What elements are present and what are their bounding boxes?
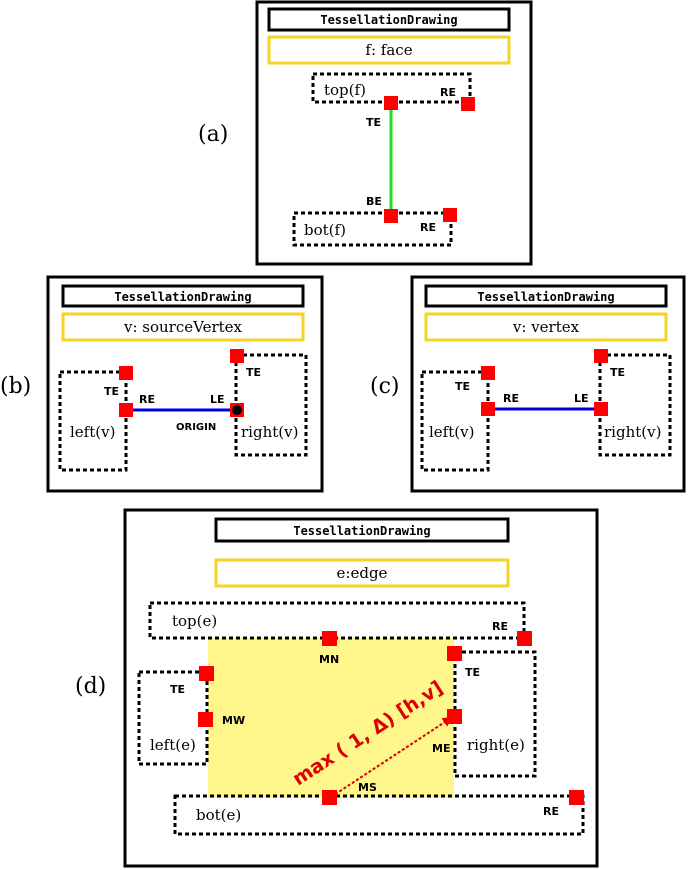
panel-d-mw: MW <box>222 714 245 727</box>
panel-d-bot-label: bot(e) <box>196 806 241 824</box>
panel-c-right-label: right(v) <box>604 423 661 441</box>
panel-d: TessellationDrawing e:edge top(e) RE MN … <box>123 508 599 868</box>
panel-d-port-left-te <box>199 666 214 681</box>
panel-c-header-box <box>424 284 668 308</box>
panel-a-object-box <box>267 35 511 65</box>
panel-c-port-left-te <box>481 366 495 380</box>
panel-b-origin-dot <box>232 405 242 415</box>
panel-d-port-me <box>447 709 462 724</box>
panel-d-bot-box <box>173 794 585 836</box>
panel-c-left-te: TE <box>455 380 470 393</box>
panel-a-bot-box <box>292 211 453 247</box>
panel-a-port-top-re <box>461 97 475 111</box>
panel-b-re: RE <box>139 393 155 406</box>
panel-b-right-te: TE <box>246 366 261 379</box>
panel-d-arrow <box>330 716 453 798</box>
panel-b-tag: (b) <box>0 374 31 399</box>
panel-a-top-re: RE <box>440 86 456 99</box>
panel-a-tag: (a) <box>198 122 228 147</box>
panel-b-left-te: TE <box>104 385 119 398</box>
panel-a-te: TE <box>366 116 381 129</box>
panel-a-port-top <box>384 96 398 110</box>
panel-d-object-label: e:edge <box>337 564 388 582</box>
panel-d-object-box <box>214 558 510 588</box>
panel-b-object-box <box>61 312 305 342</box>
panel-c-port-right-le <box>594 402 608 416</box>
panel-d-bot-re: RE <box>543 805 559 818</box>
panel-c-frame <box>410 275 686 493</box>
panel-a-top-box <box>311 72 472 104</box>
panel-a-port-bot-re <box>443 208 457 222</box>
panel-a-header-box <box>267 7 511 32</box>
panel-a-top-label: top(f) <box>324 81 366 99</box>
panel-c-re: RE <box>503 392 519 405</box>
panel-b-le: LE <box>210 393 225 406</box>
panel-d-port-bot-re <box>569 790 584 805</box>
panel-a-be: BE <box>366 195 382 208</box>
panel-c-tag: (c) <box>370 374 400 399</box>
panel-b-frame <box>46 275 324 493</box>
panel-d-highlight-region <box>208 638 454 798</box>
panel-d-header: TessellationDrawing <box>293 524 430 538</box>
panel-b: TessellationDrawing v: sourceVertex TE R… <box>46 275 324 493</box>
panel-b-left-box <box>58 370 128 472</box>
panel-d-right-label: right(e) <box>467 736 525 754</box>
panel-d-port-mw <box>198 712 213 727</box>
panel-c-port-right-te <box>594 349 608 363</box>
panel-c-left-label: left(v) <box>429 423 474 441</box>
panel-a-frame <box>255 0 533 266</box>
panel-c-left-box <box>420 370 490 472</box>
panel-b-header: TessellationDrawing <box>114 290 251 304</box>
panel-d-ms: MS <box>358 781 377 794</box>
panel-c-object-box <box>424 312 668 342</box>
panel-b-header-box <box>61 284 305 308</box>
panel-d-port-mn <box>322 631 337 646</box>
panel-d-port-top-re <box>517 631 532 646</box>
panel-d-left-te: TE <box>170 683 185 696</box>
panel-a-header: TessellationDrawing <box>320 13 457 27</box>
panel-b-right-label: right(v) <box>241 423 298 441</box>
panel-d-port-right-te <box>447 646 462 661</box>
panel-c-port-left-re <box>481 402 495 416</box>
panel-d-mn: MN <box>319 653 339 666</box>
panel-d-port-ms <box>322 790 337 805</box>
panel-a-bot-label: bot(f) <box>304 221 346 239</box>
panel-b-port-left-re <box>119 403 133 417</box>
panel-a-bot-re: RE <box>420 221 436 234</box>
panel-d-frame <box>123 508 599 868</box>
panel-d-header-box <box>214 517 510 543</box>
panel-c-le: LE <box>574 392 589 405</box>
panel-c-right-te: TE <box>610 366 625 379</box>
panel-b-left-label: left(v) <box>70 423 115 441</box>
panel-c-header: TessellationDrawing <box>477 290 614 304</box>
panel-b-object-label: v: sourceVertex <box>123 318 243 336</box>
panel-d-me: ME <box>432 742 450 755</box>
panel-d-right-te: TE <box>465 666 480 679</box>
panel-d-tag: (d) <box>75 674 106 699</box>
panel-a-object-label: f: face <box>365 41 412 59</box>
panel-b-port-right-te <box>230 349 244 363</box>
panel-d-top-re: RE <box>492 620 508 633</box>
panel-d-top-label: top(e) <box>172 612 217 630</box>
panel-d-left-label: left(e) <box>150 736 196 754</box>
panel-b-origin: ORIGIN <box>176 422 216 433</box>
panel-b-port-left-te <box>119 366 133 380</box>
panel-a-port-bot <box>384 209 398 223</box>
panel-a: TessellationDrawing f: face top(f) RE TE… <box>255 0 533 266</box>
panel-c: TessellationDrawing v: vertex TE RE LE T… <box>410 275 686 493</box>
panel-c-object-label: v: vertex <box>512 318 580 336</box>
